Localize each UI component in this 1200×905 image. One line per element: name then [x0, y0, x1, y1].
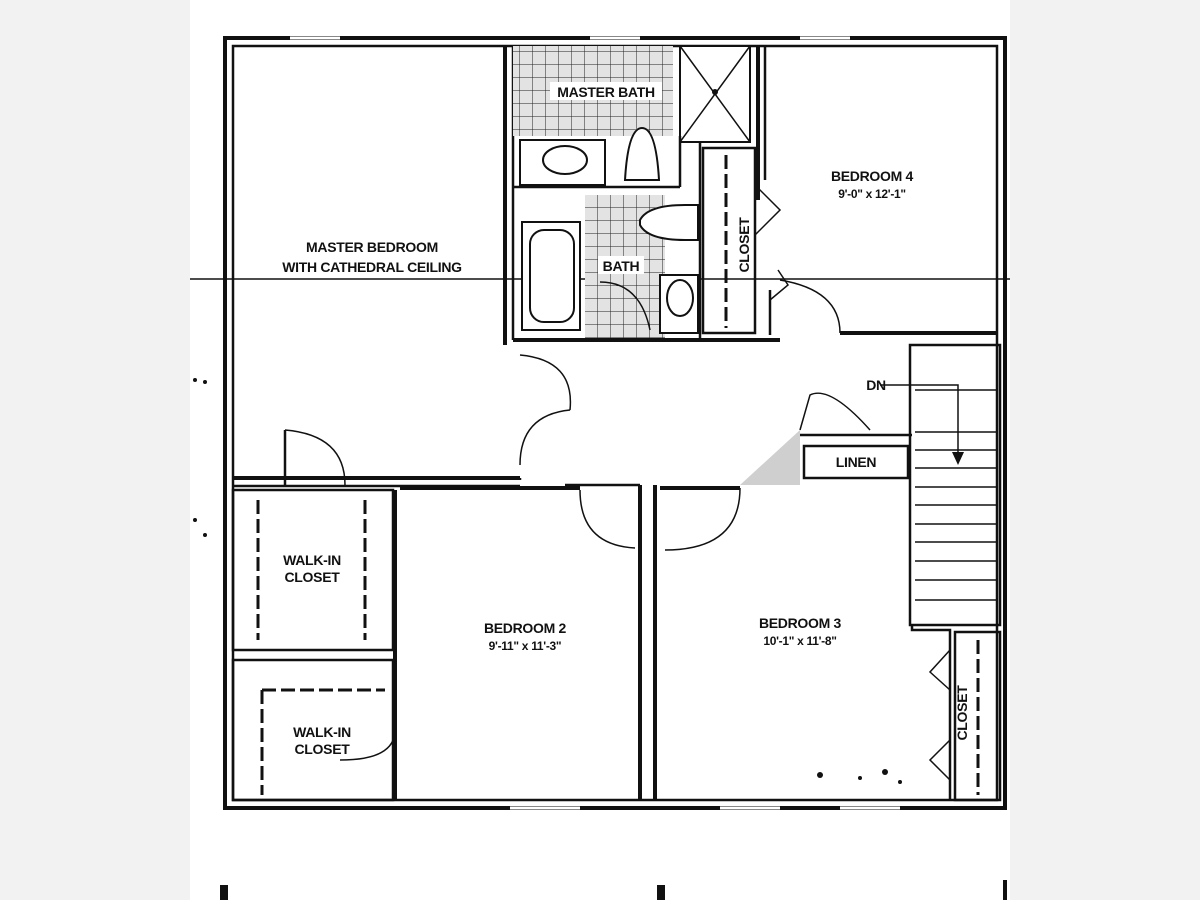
linen-door-swing — [799, 392, 871, 431]
walkin-closet-1-sublabel: CLOSET — [285, 569, 341, 585]
bedroom2-door-swing — [579, 489, 636, 549]
hall-closet-label: CLOSET — [736, 217, 752, 273]
bedroom3-closet — [928, 630, 1002, 802]
walkin-closet-2-label: WALK-IN — [293, 724, 351, 740]
linen-closet — [740, 392, 912, 485]
shower-drain-icon — [712, 89, 718, 95]
bedroom2-size: 9'-11" x 11'-3" — [489, 639, 562, 653]
bedroom3-door-swing — [664, 487, 741, 551]
bedroom4-label: BEDROOM 4 — [831, 168, 914, 184]
bedroom4-door-swing — [779, 279, 841, 334]
linen-shaded-corner — [740, 430, 800, 485]
bath-toilet-icon — [639, 204, 699, 241]
bedroom3-walls — [653, 485, 952, 800]
bathtub-basin-icon — [529, 229, 575, 323]
bedroom3-label: BEDROOM 3 — [759, 615, 842, 631]
master-bedroom-sublabel: WITH CATHEDRAL CEILING — [282, 259, 462, 275]
walkin-closet-1 — [231, 429, 395, 652]
master-bath-label: MASTER BATH — [557, 84, 655, 100]
bedroom2-label: BEDROOM 2 — [484, 620, 567, 636]
master-sink-icon — [542, 145, 588, 175]
scan-specks — [193, 378, 1007, 900]
bath-sink-icon — [666, 279, 694, 317]
hall-bath-area — [513, 142, 780, 342]
left-margin — [0, 0, 190, 900]
stairs — [880, 343, 1002, 627]
bedroom4-walls — [756, 46, 997, 335]
walkin-closet-1-label: WALK-IN — [283, 552, 341, 568]
walkin-closet-2-sublabel: CLOSET — [295, 741, 351, 757]
window-marks — [290, 36, 900, 810]
walkin-2-door-swing — [339, 729, 396, 761]
master-bedroom-label: MASTER BEDROOM — [306, 239, 438, 255]
bedroom3-size: 10'-1" x 11'-8" — [763, 634, 836, 648]
bedroom2-walls — [393, 478, 642, 800]
walkin-1-door-swing — [284, 429, 346, 486]
stairs-down-label: DN — [866, 377, 886, 393]
stairs-arrow-icon — [952, 452, 964, 465]
hall-double-door — [519, 354, 572, 466]
hall-closet-area — [701, 146, 782, 335]
right-margin — [1010, 0, 1200, 900]
bedroom4-size: 9'-0" x 12'-1" — [838, 187, 906, 201]
bath-label: BATH — [603, 258, 640, 274]
master-bath-label-bg — [550, 82, 662, 100]
walkin-closet-2 — [231, 658, 396, 802]
bath-label-bg — [598, 256, 644, 274]
linen-label: LINEN — [836, 454, 877, 470]
master-toilet-icon — [623, 126, 661, 181]
bath-door-swing — [599, 281, 651, 331]
master-bath-area — [513, 45, 751, 189]
bedroom3-closet-label: CLOSET — [954, 685, 970, 741]
stairs-arrow-line — [880, 384, 959, 460]
